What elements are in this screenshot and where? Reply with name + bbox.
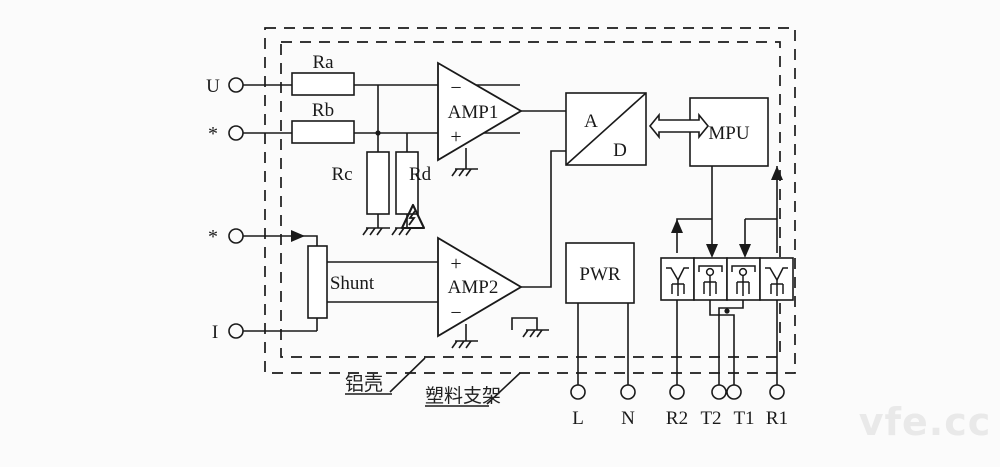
block-shunt	[327, 261, 438, 303]
junction-dot-cross	[724, 308, 730, 314]
resistor-Rc-body	[366, 151, 390, 215]
label-enclosure-plastic-bracket: 塑料支架	[425, 385, 501, 407]
opto-4-symbol	[765, 267, 788, 296]
wire-shunt-top	[305, 235, 318, 246]
label-amp1-plus-pin: +	[450, 126, 461, 148]
enclosure-inner-plastic-bracket	[280, 41, 781, 358]
block-amp2	[437, 236, 523, 349]
label-terminal-T1: T1	[733, 408, 754, 429]
ground-symbol-Rc	[362, 227, 390, 236]
opto-1-symbol	[666, 267, 689, 296]
ground-symbol-amp2	[451, 340, 478, 349]
terminal-T2	[711, 384, 727, 400]
shunt-element	[307, 245, 328, 319]
terminal-T1	[726, 384, 742, 400]
label-block-adc-A: A	[584, 111, 598, 132]
arrow-up-opto1	[671, 219, 683, 233]
label-block-amp1: AMP1	[448, 102, 499, 123]
label-terminal-T2: T2	[700, 408, 721, 429]
high-voltage-warning-icon	[400, 203, 426, 230]
terminal-R1	[769, 384, 785, 400]
label-terminal-L: L	[572, 408, 584, 429]
label-amp1-minus-pin: −	[450, 77, 461, 99]
label-amp2-plus-pin: +	[450, 253, 461, 275]
ground-symbol-amp1	[451, 168, 478, 177]
label-terminal-N: N	[621, 408, 635, 429]
block-adc	[565, 92, 647, 166]
terminal-R2	[669, 384, 685, 400]
arrow-up-mpu	[771, 166, 783, 180]
block-amp1	[437, 61, 523, 177]
enclosure-outer-aluminum-shell	[264, 27, 796, 374]
label-terminal-R1: R1	[766, 408, 788, 429]
ground-symbol-signal	[511, 317, 549, 338]
resistor-Rb-body	[291, 120, 355, 144]
bus-arrow-adc-mpu	[648, 112, 710, 140]
terminal-L	[570, 384, 586, 400]
arrow-down-opto2	[706, 244, 718, 258]
arrow-down-opto3	[739, 244, 751, 258]
label-terminal-U: U	[206, 76, 220, 97]
opto-2-symbol	[698, 265, 723, 296]
label-amp2-minus-pin: −	[450, 302, 461, 324]
optocoupler-row	[660, 257, 794, 301]
wire-amp2-to-adc	[521, 150, 566, 288]
terminal-N	[620, 384, 636, 400]
leader-plastic-bracket	[425, 372, 521, 407]
label-resistor-Rd: Rd	[409, 164, 432, 185]
label-block-mpu: MPU	[708, 123, 749, 144]
label-block-adc-D: D	[613, 140, 627, 161]
label-enclosure-aluminum-shell: 铝壳	[345, 373, 383, 395]
label-terminal-I-star: *	[208, 226, 218, 248]
block-pwr	[565, 242, 635, 304]
leader-aluminum-shell	[345, 357, 426, 395]
label-terminal-R2: R2	[666, 408, 688, 429]
resistor-Ra-body	[291, 72, 355, 96]
label-resistor-Rc: Rc	[331, 164, 352, 185]
label-terminal-I: I	[212, 322, 218, 343]
opto-3-symbol	[731, 265, 756, 296]
label-block-pwr: PWR	[579, 264, 621, 285]
label-block-shunt: Shunt	[330, 273, 375, 294]
label-resistor-Rb: Rb	[312, 100, 334, 121]
label-terminal-U-star: *	[208, 123, 218, 145]
wire-opto2-cross	[709, 300, 735, 322]
wire-opto3-cross	[718, 300, 744, 322]
label-resistor-Ra: Ra	[312, 52, 334, 73]
watermark-vfe-cc: vfe.cc	[859, 400, 992, 444]
label-block-amp2: AMP2	[448, 277, 499, 298]
current-direction-arrow	[291, 230, 305, 242]
